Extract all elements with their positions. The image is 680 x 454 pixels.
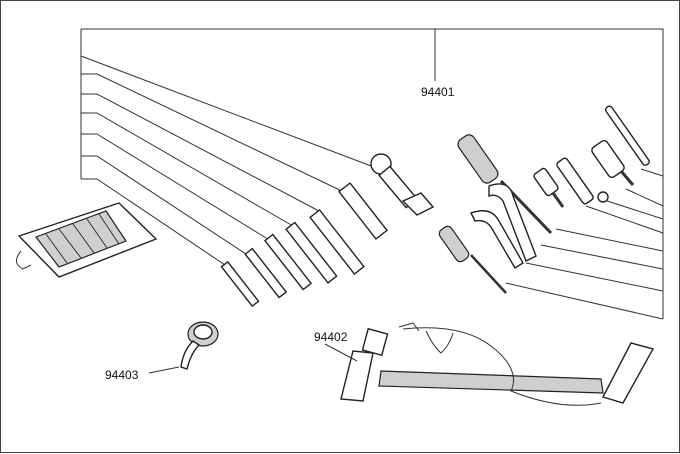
box-spanner [556, 157, 609, 205]
wrench-2 [244, 247, 288, 299]
callout-94401: 94401 [421, 85, 455, 99]
wrench-1 [220, 260, 260, 308]
tire-pump [324, 322, 655, 406]
wrench-5 [309, 208, 365, 276]
wrench-4 [285, 221, 338, 284]
tool-roll [16, 202, 158, 278]
socket-small [533, 167, 565, 208]
tire-gauge [148, 321, 219, 374]
screwdriver-small [438, 225, 507, 294]
socket-large [591, 139, 635, 186]
hook-spanner [488, 183, 537, 262]
wrench-6 [338, 182, 388, 240]
c-spanner [470, 210, 524, 269]
wrench-7 [370, 153, 435, 216]
leader-lines-94401 [80, 28, 664, 320]
wrench-3 [263, 233, 313, 291]
callout-94403: 94403 [105, 368, 139, 382]
callout-94402: 94402 [314, 330, 348, 344]
tommy-bar [604, 105, 650, 166]
screwdriver-large [457, 134, 553, 235]
